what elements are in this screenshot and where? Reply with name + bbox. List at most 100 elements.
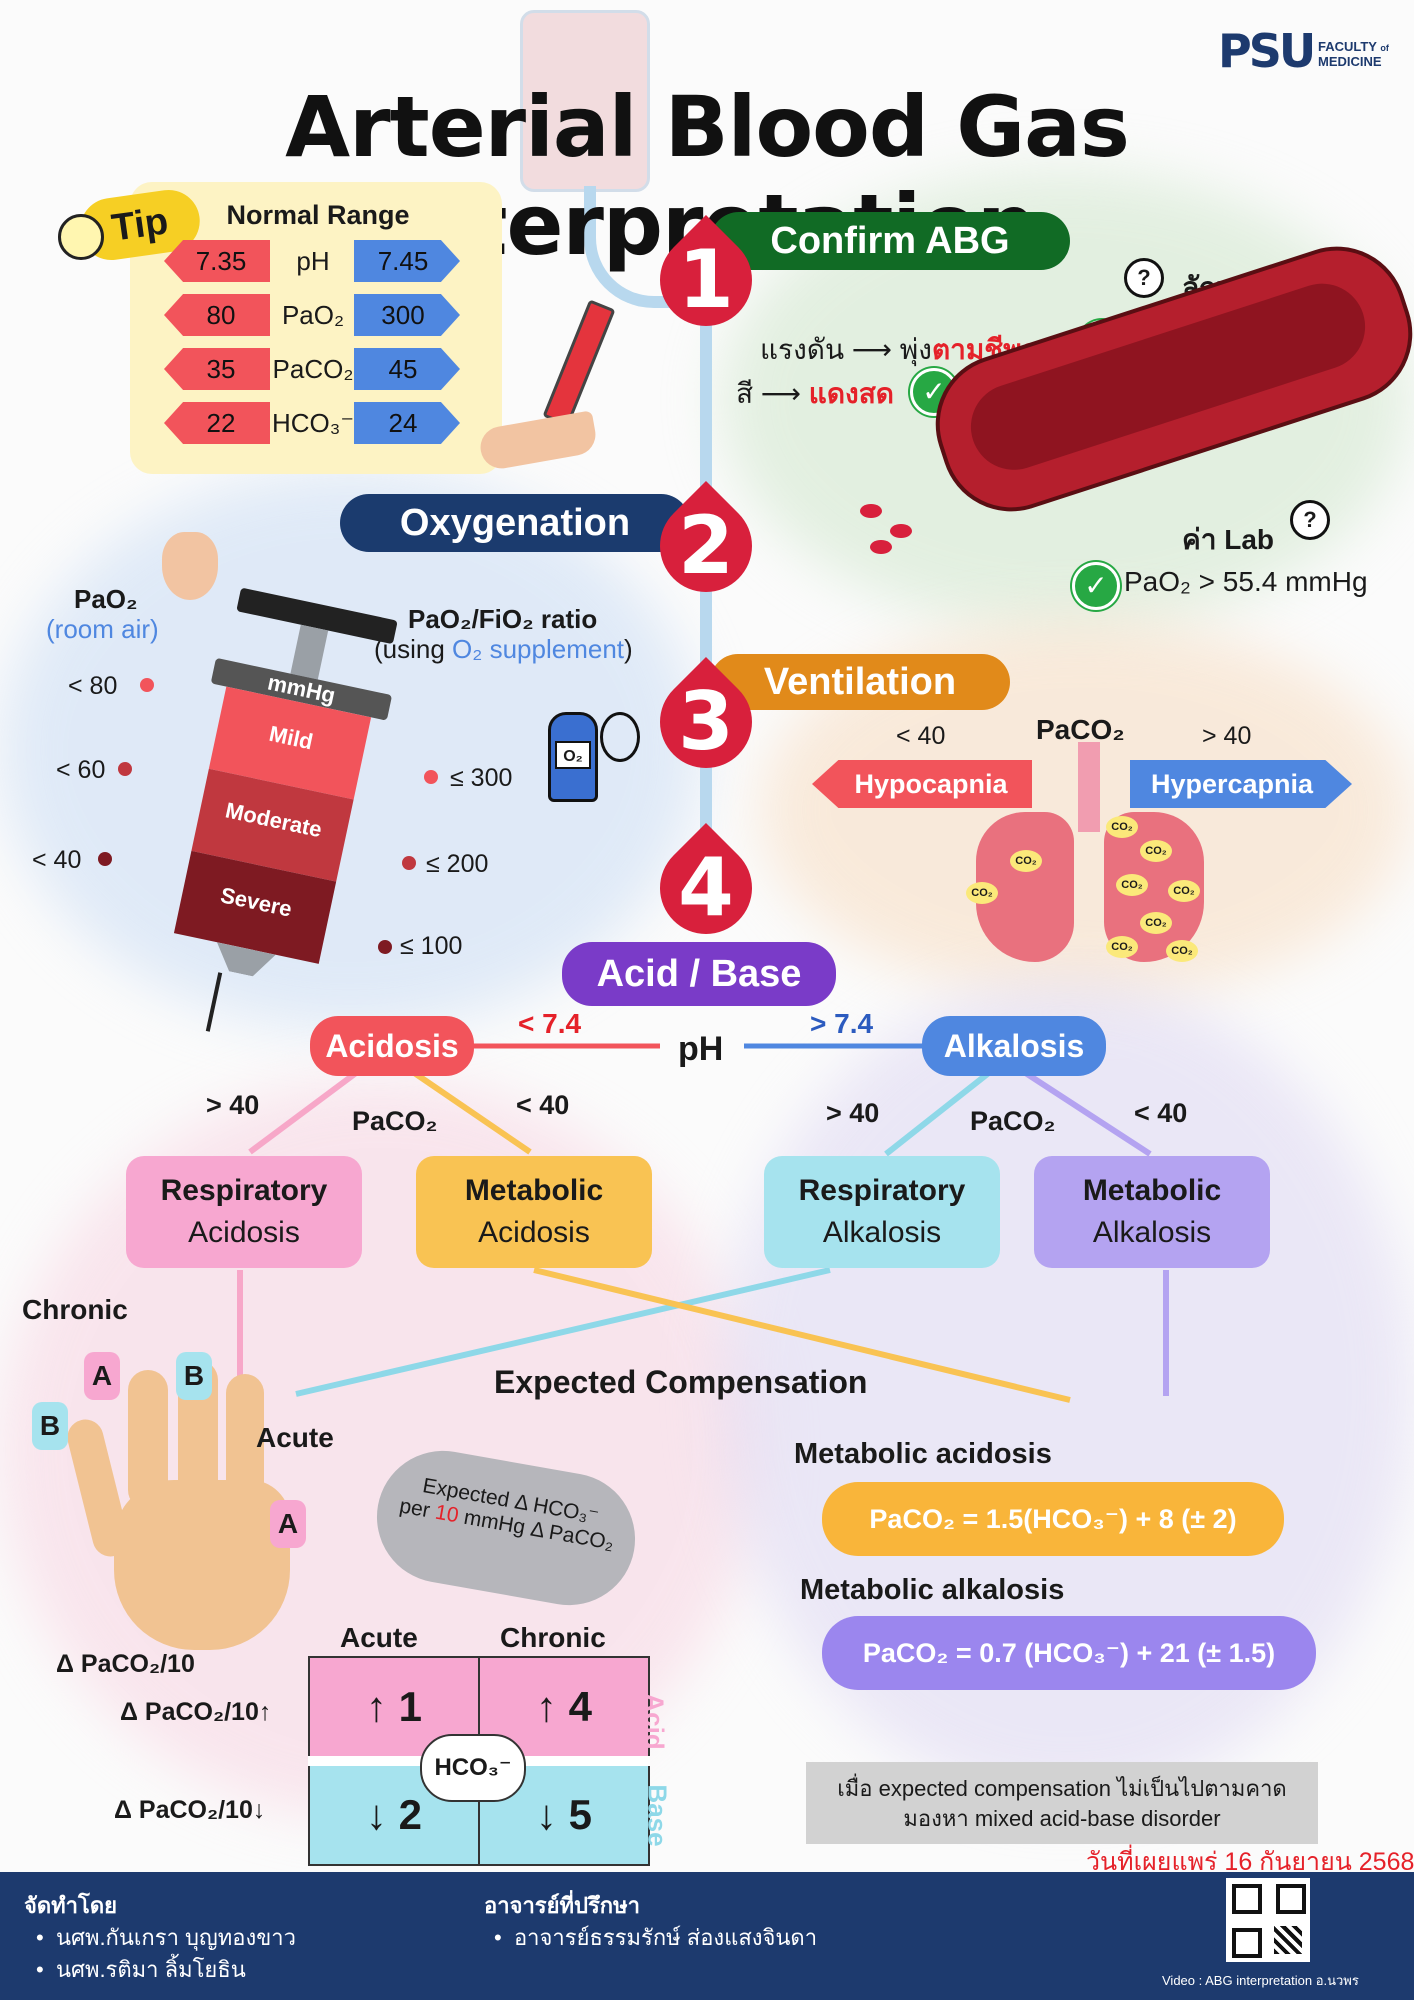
alkalosis-gt40: > 40 [826, 1098, 880, 1128]
magnifier-icon: ? [1124, 258, 1164, 298]
base-side-label: Base [642, 1784, 673, 1847]
delta-up-label: Δ PaCO₂/10↑ [120, 1698, 272, 1726]
hypercapnia-arrow: Hypercapnia [1130, 760, 1352, 808]
normal-range-heading: Normal Range [226, 200, 410, 230]
alkalosis-pill: Alkalosis [922, 1016, 1106, 1076]
ratio-severe-value: ≤ 100 [400, 932, 463, 960]
ph-gt-threshold: > 7.4 [810, 1008, 874, 1039]
hco3-center-badge: HCO₃⁻ [420, 1734, 526, 1802]
ph-lt-threshold: < 7.4 [518, 1008, 582, 1039]
acid-base-banner: Acid / Base [562, 942, 836, 1006]
pao2-lab-criterion: PaO₂ > 55.4 mmHg [1124, 566, 1368, 597]
psu-logo: PSU [1218, 24, 1316, 78]
delta-paco2-label: Δ PaCO₂/10 [56, 1650, 195, 1678]
oxygen-tank-icon: O₂ [548, 712, 598, 802]
expected-compensation-heading: Expected Compensation [494, 1364, 868, 1400]
mixed-disorder-note: เมื่อ expected compensation ไม่เป็นไปตาม… [806, 1762, 1318, 1844]
acidosis-gt40: > 40 [206, 1090, 260, 1120]
check-icon: ✓ [1072, 562, 1120, 610]
color-criterion: สี ⟶ แดงสด [736, 378, 894, 409]
alkalosis-paco2: PaCO₂ [970, 1106, 1056, 1136]
acid-base-connectors [237, 1043, 1169, 1403]
logo-line-1: FACULTY of [1318, 39, 1389, 54]
lightbulb-icon [58, 214, 104, 260]
qr-code[interactable] [1226, 1878, 1310, 1962]
normal-low-value: 35 [164, 348, 270, 390]
ratio-moderate-value: ≤ 200 [426, 850, 489, 878]
publish-date: วันที่เผยแพร่ 16 กันยายน 2568 [1086, 1848, 1414, 1876]
hand-illustration [63, 1360, 306, 1660]
acidosis-pill: Acidosis [310, 1016, 474, 1076]
step-1-drop: 1 [640, 212, 772, 346]
co2-bubble: CO₂ [1106, 816, 1138, 838]
normal-high-value: 300 [354, 294, 460, 336]
normal-param-label: PaO₂ [281, 300, 345, 330]
pao2-dot [98, 852, 112, 866]
faculty-logo-text: FACULTY of MEDICINE [1318, 40, 1389, 69]
finger-tag-a: A [270, 1500, 306, 1548]
iv-bag-illustration [520, 10, 650, 192]
paco2-high-threshold: > 40 [1202, 722, 1252, 750]
author-1: • นศพ.กันเกรา บุญทองขาว [36, 1925, 296, 1950]
normal-low-value: 7.35 [164, 240, 270, 282]
ratio-dot [402, 856, 416, 870]
co2-bubble: CO₂ [1116, 874, 1148, 896]
blood-cells-scatter [860, 504, 940, 554]
metabolic-alkalosis-formula: PaCO₂ = 0.7 (HCO₃⁻) + 21 (± 1.5) [822, 1616, 1316, 1690]
pao2-heading: PaO₂ [74, 584, 138, 614]
acute-label: Acute [256, 1422, 334, 1453]
col-acute-header: Acute [340, 1622, 418, 1653]
acidosis-paco2: PaCO₂ [352, 1106, 438, 1136]
co2-bubble: CO₂ [1166, 940, 1198, 962]
ratio-heading: PaO₂/FiO₂ ratio [408, 604, 598, 634]
paco2-vent-label: PaCO₂ [1036, 714, 1125, 745]
paco2-low-threshold: < 40 [896, 722, 946, 750]
pao2-moderate-value: < 60 [56, 756, 106, 784]
normal-high-value: 7.45 [354, 240, 460, 282]
finger-tag-a: A [84, 1352, 120, 1400]
table-cell: ↑ 1 [308, 1656, 480, 1762]
normal-low-value: 80 [164, 294, 270, 336]
step-3-drop: 3 [640, 654, 772, 788]
confirm-abg-banner: Confirm ABG [710, 212, 1070, 270]
oxygenation-banner: Oxygenation [340, 494, 690, 552]
co2-bubble: CO₂ [966, 882, 998, 904]
oxygen-mask-icon [600, 712, 640, 762]
chronic-label: Chronic [22, 1294, 128, 1325]
logo-line-3: MEDICINE [1318, 54, 1382, 69]
finger-tag-b: B [32, 1402, 68, 1450]
acidosis-lt40: < 40 [516, 1090, 570, 1120]
made-by-heading: จัดทำโดย [24, 1893, 118, 1918]
co2-bubble: CO₂ [1010, 850, 1042, 872]
tank-label: O₂ [555, 741, 591, 769]
ventilation-banner: Ventilation [710, 654, 1010, 710]
step-2-drop: 2 [640, 478, 772, 612]
nose-icon [162, 532, 218, 600]
metabolic-alkalosis-title: Metabolic alkalosis [800, 1574, 1065, 1606]
advisor-heading: อาจารย์ที่ปรึกษา [484, 1893, 640, 1918]
hco3-compensation-table: ↑ 1↑ 4 ↓ 2↓ 5 [308, 1656, 650, 1866]
col-chronic-header: Chronic [500, 1622, 606, 1653]
room-air-label: (room air) [46, 614, 159, 644]
footer-panel: จัดทำโดย • นศพ.กันเกรา บุญทองขาว • นศพ.ร… [0, 1872, 1414, 2000]
advisor-1: • อาจารย์ธรรมรักษ์ ส่องแสงจินดา [494, 1925, 818, 1950]
magnifier-icon: ? [1290, 500, 1330, 540]
video-caption: Video : ABG interpretation อ.นวพร [1162, 1973, 1359, 1988]
pao2-dot [118, 762, 132, 776]
lab-value-label: ค่า Lab [1182, 524, 1275, 555]
co2-bubble: CO₂ [1168, 880, 1200, 902]
pao2-dot [140, 678, 154, 692]
normal-low-value: 22 [164, 402, 270, 444]
normal-param-label: pH [296, 246, 330, 276]
co2-bubble: CO₂ [1140, 912, 1172, 934]
pao2-mild-value: < 80 [68, 672, 118, 700]
normal-high-value: 45 [354, 348, 460, 390]
ratio-dot [424, 770, 438, 784]
finger-tag-b: B [176, 1352, 212, 1400]
ratio-dot [378, 940, 392, 954]
alkalosis-lt40: < 40 [1134, 1098, 1188, 1128]
normal-param-label: PaCO₂ [272, 354, 354, 384]
